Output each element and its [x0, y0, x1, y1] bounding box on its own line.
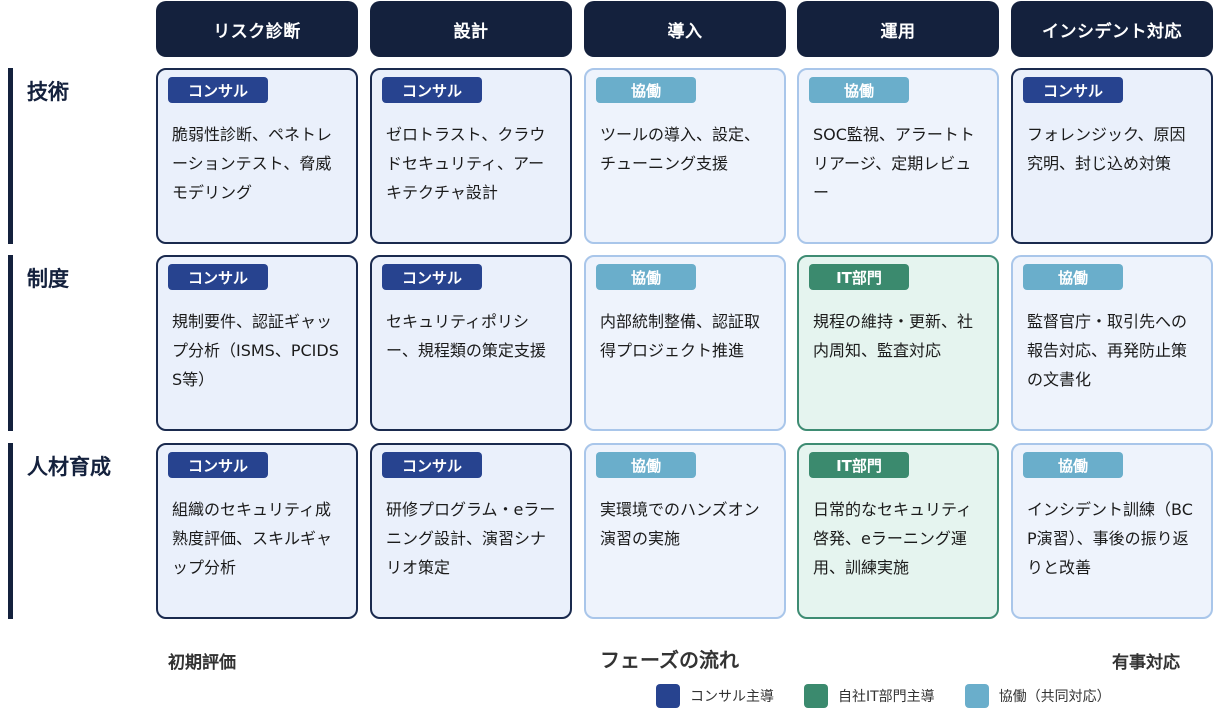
- cell-talent-risk: コンサル 組織のセキュリティ成熟度評価、スキルギャップ分析: [156, 443, 358, 619]
- cell-text: 内部統制整備、認証取得プロジェクト推進: [600, 312, 761, 360]
- flow-end-label: 有事対応: [1112, 653, 1180, 673]
- cell-text: SOC監視、アラートトリアージ、定期レビュー: [813, 125, 975, 202]
- flow-start-label: 初期評価: [168, 653, 236, 673]
- badge-it: IT部門: [809, 264, 909, 290]
- phase-label: リスク診断: [213, 21, 301, 42]
- cell-talent-operate: IT部門 日常的なセキュリティ啓発、eラーニング運用、訓練実施: [797, 443, 999, 619]
- cell-policy-deploy: 協働 内部統制整備、認証取得プロジェクト推進: [584, 255, 786, 431]
- cell-tech-incident: コンサル フォレンジック、原因究明、封じ込め対策: [1011, 68, 1213, 244]
- badge-consult: コンサル: [382, 77, 482, 103]
- cell-text: 実環境でのハンズオン演習の実施: [600, 500, 760, 548]
- row-label-text: 制度: [27, 267, 69, 291]
- flow-title: フェーズの流れ: [600, 648, 739, 672]
- phase-header-design: 設計: [370, 1, 572, 57]
- badge-collab: 協働: [1023, 264, 1123, 290]
- cell-policy-design: コンサル セキュリティポリシー、規程類の策定支援: [370, 255, 572, 431]
- legend-item-collab: 協働（共同対応）: [964, 684, 1111, 708]
- cell-text: 日常的なセキュリティ啓発、eラーニング運用、訓練実施: [813, 500, 973, 577]
- cell-policy-incident: 協働 監督官庁・取引先への報告対応、再発防止策の文書化: [1011, 255, 1213, 431]
- phase-header-risk: リスク診断: [156, 1, 358, 57]
- badge-collab: 協働: [809, 77, 909, 103]
- cell-text: 研修プログラム・eラーニング設計、演習シナリオ策定: [386, 500, 556, 577]
- badge-collab: 協働: [596, 77, 696, 103]
- cell-text: 組織のセキュリティ成熟度評価、スキルギャップ分析: [172, 500, 333, 577]
- legend-swatch: [964, 684, 989, 708]
- badge-collab: 協働: [596, 264, 696, 290]
- badge-consult: コンサル: [168, 264, 268, 290]
- badge-consult: コンサル: [168, 77, 268, 103]
- legend-label: コンサル主導: [690, 689, 774, 705]
- cell-text: フォレンジック、原因究明、封じ込め対策: [1027, 125, 1186, 173]
- cell-talent-design: コンサル 研修プログラム・eラーニング設計、演習シナリオ策定: [370, 443, 572, 619]
- cell-text: 監督官庁・取引先への報告対応、再発防止策の文書化: [1027, 312, 1188, 389]
- phase-header-incident: インシデント対応: [1011, 1, 1213, 57]
- row-label-text: 技術: [27, 80, 69, 104]
- badge-consult: コンサル: [382, 452, 482, 478]
- cell-text: ゼロトラスト、クラウドセキュリティ、アーキテクチャ設計: [386, 125, 546, 202]
- phase-header-deploy: 導入: [584, 1, 786, 57]
- legend-label: 自社IT部門主導: [838, 689, 935, 705]
- legend-label: 協働（共同対応）: [998, 689, 1111, 705]
- phase-label: 設計: [453, 21, 489, 42]
- legend-item-it: 自社IT部門主導: [804, 684, 935, 708]
- cell-policy-operate: IT部門 規程の維持・更新、社内周知、監査対応: [797, 255, 999, 431]
- row-label-talent: 人材育成: [8, 443, 148, 619]
- cell-text: ツールの導入、設定、チューニング支援: [600, 125, 761, 173]
- cell-text: 規制要件、認証ギャップ分析（ISMS、PCIDSS等）: [172, 312, 339, 389]
- badge-consult: コンサル: [168, 452, 268, 478]
- legend-swatch: [656, 684, 680, 708]
- badge-consult: コンサル: [1023, 77, 1123, 103]
- phase-label: 導入: [667, 21, 703, 42]
- cell-tech-design: コンサル ゼロトラスト、クラウドセキュリティ、アーキテクチャ設計: [370, 68, 572, 244]
- phase-header-operate: 運用: [797, 1, 999, 57]
- row-label-text: 人材育成: [27, 455, 111, 479]
- legend-swatch: [804, 684, 828, 708]
- badge-collab: 協働: [596, 452, 696, 478]
- cell-text: 規程の維持・更新、社内周知、監査対応: [813, 312, 974, 360]
- cell-text: インシデント訓練（BCP演習）、事後の振り返りと改善: [1027, 500, 1193, 577]
- cell-text: 脆弱性診断、ペネトレーションテスト、脅威モデリング: [172, 125, 333, 202]
- cell-text: セキュリティポリシー、規程類の策定支援: [386, 312, 546, 360]
- cell-talent-deploy: 協働 実環境でのハンズオン演習の実施: [584, 443, 786, 619]
- legend: コンサル主導 自社IT部門主導 協働（共同対応）: [656, 684, 1111, 708]
- phase-label: 運用: [880, 21, 916, 42]
- row-label-policy: 制度: [8, 255, 148, 431]
- badge-collab: 協働: [1023, 452, 1123, 478]
- cell-tech-deploy: 協働 ツールの導入、設定、チューニング支援: [584, 68, 786, 244]
- legend-item-consult: コンサル主導: [656, 684, 774, 708]
- cell-tech-operate: 協働 SOC監視、アラートトリアージ、定期レビュー: [797, 68, 999, 244]
- cell-policy-risk: コンサル 規制要件、認証ギャップ分析（ISMS、PCIDSS等）: [156, 255, 358, 431]
- row-label-tech: 技術: [8, 68, 148, 244]
- phase-label: インシデント対応: [1042, 21, 1182, 42]
- badge-it: IT部門: [809, 452, 909, 478]
- cell-talent-incident: 協働 インシデント訓練（BCP演習）、事後の振り返りと改善: [1011, 443, 1213, 619]
- badge-consult: コンサル: [382, 264, 482, 290]
- cell-tech-risk: コンサル 脆弱性診断、ペネトレーションテスト、脅威モデリング: [156, 68, 358, 244]
